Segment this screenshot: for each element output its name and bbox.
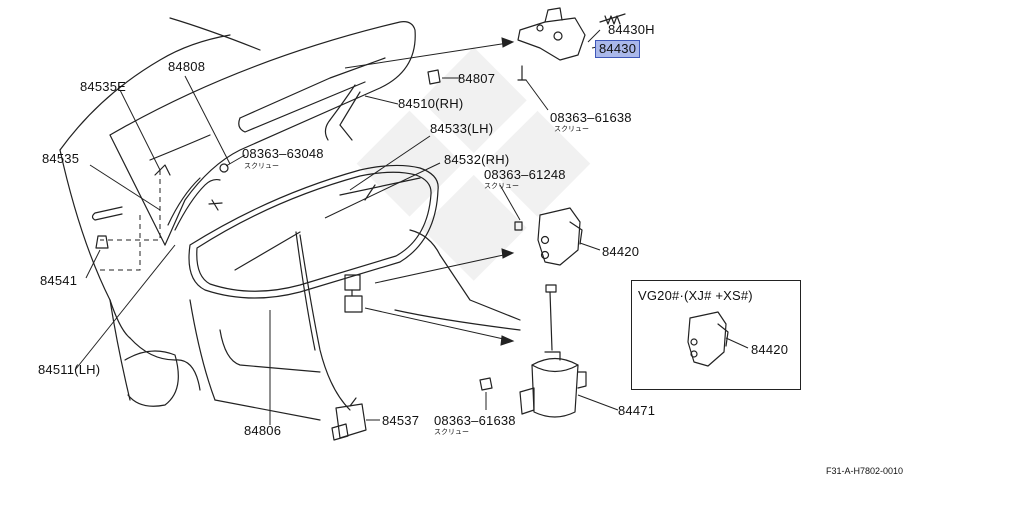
part-label-84537[interactable]: 84537: [382, 413, 420, 428]
screw-label-bottom: スクリュー: [434, 428, 469, 436]
actuator-84471: [479, 284, 587, 418]
part-label-84510-rh[interactable]: 84510(RH): [398, 96, 464, 111]
watermark-emblem: ❖: [330, 0, 617, 356]
inset-latch: [687, 311, 729, 367]
part-label-84430-highlighted[interactable]: 84430: [595, 40, 641, 58]
part-label-08363-61248[interactable]: 08363–61248: [484, 167, 566, 182]
part-label-84511-lh[interactable]: 84511(LH): [38, 362, 101, 377]
part-label-84532-rh[interactable]: 84532(RH): [444, 152, 510, 167]
part-label-84541[interactable]: 84541: [40, 273, 78, 288]
part-label-84806[interactable]: 84806: [244, 423, 282, 438]
part-label-08363-61638-top[interactable]: 08363–61638: [550, 110, 632, 125]
part-label-84808[interactable]: 84808: [168, 59, 206, 74]
part-label-84471[interactable]: 84471: [618, 403, 656, 418]
trunk-opening-seal: [188, 164, 439, 299]
inset-title: VG20#·(XJ# +XS#): [638, 288, 753, 303]
lock-assembly: [517, 7, 626, 61]
part-label-08363-63048[interactable]: 08363–63048: [242, 146, 324, 161]
screw-label-63048: スクリュー: [244, 162, 279, 170]
part-label-08363-61638-bottom[interactable]: 08363–61638: [434, 413, 516, 428]
left-fasteners: [91, 163, 229, 249]
part-label-84535[interactable]: 84535: [42, 151, 80, 166]
trunk-latch: [344, 274, 363, 313]
clip-84807: [427, 65, 527, 85]
opener-cable: [295, 231, 351, 411]
part-label-84430H[interactable]: 84430H: [608, 22, 655, 37]
part-label-84807[interactable]: 84807: [458, 71, 496, 86]
part-label-84535E[interactable]: 84535E: [80, 79, 127, 94]
screw-label-61248: スクリュー: [484, 182, 519, 190]
part-label-84420[interactable]: 84420: [602, 244, 640, 259]
diagram-code: F31-A-H7802-0010: [826, 466, 904, 476]
inset-part-label-84420[interactable]: 84420: [751, 342, 789, 357]
variant-inset-box: VG20#·(XJ# +XS#) 84420: [631, 280, 801, 390]
latch-84420: [514, 207, 583, 266]
part-label-84533-lh[interactable]: 84533(LH): [430, 121, 494, 136]
car-body-outline: [59, 17, 521, 421]
release-lever: [331, 397, 367, 441]
trunk-hinges: [154, 84, 361, 231]
screw-label-top: スクリュー: [554, 125, 589, 133]
